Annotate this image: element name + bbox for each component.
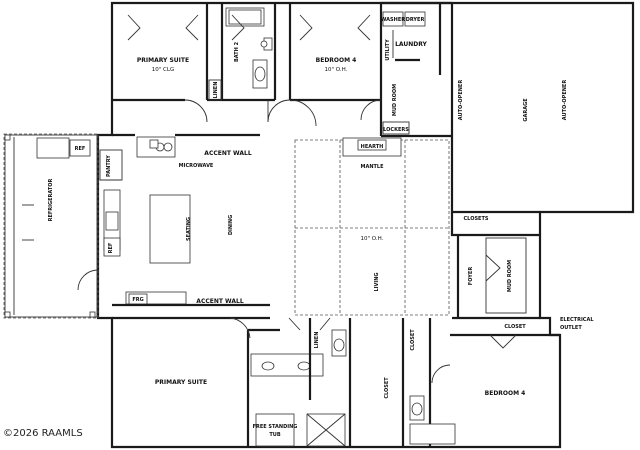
kitchen — [77, 133, 270, 307]
rear-porch — [3, 133, 99, 319]
bedroom4-bottom-label: BEDROOM 4 — [485, 390, 526, 397]
mud-room-top-label: MUD ROOM — [392, 84, 398, 116]
accent-wall-top-label: ACCENT WALL — [204, 150, 252, 157]
living-dining — [294, 137, 450, 316]
watermark: ©2026 RAAMLS — [3, 428, 83, 439]
lockers-label: LOCKERS — [383, 127, 409, 133]
garage-label: GARAGE — [523, 98, 529, 122]
living-label: LIVING — [374, 272, 380, 291]
foyer-mudroom — [450, 212, 540, 320]
dining-label: DINING — [228, 215, 234, 235]
bedroom4-top-oh: 10" O.H. — [325, 67, 348, 73]
seating-label: SEATING — [186, 217, 192, 241]
refrigerator-label: REFRIGERATOR — [48, 178, 54, 221]
laundry-label: LAUNDRY — [395, 41, 427, 48]
linen-top-label: LINEN — [213, 82, 219, 99]
bath2-label: BATH 2 — [234, 41, 240, 62]
washer-label: WASHER — [381, 17, 405, 23]
auto-opener-1-label: AUTO-OPENER — [458, 80, 464, 121]
tub-label-2: TUB — [269, 432, 280, 438]
closet-mid-label: CLOSET — [384, 377, 390, 399]
hearth-label: HEARTH — [361, 144, 384, 150]
bedroom4-top-label: BEDROOM 4 — [316, 57, 357, 64]
linen-bottom-label: LINEN — [314, 332, 320, 349]
bottom-rooms — [112, 316, 560, 447]
closet-right-label: CLOSET — [504, 324, 526, 330]
dryer-label: DRYER — [406, 17, 425, 23]
primary-suite-top-label: PRIMARY SUITE — [137, 57, 189, 64]
accent-wall-bottom-label: ACCENT WALL — [196, 298, 244, 305]
microwave-label: MICROWAVE — [179, 163, 214, 169]
mantle-label: MANTLE — [360, 164, 384, 170]
pantry-label: PANTRY — [106, 155, 112, 177]
ref-box-label: REF — [75, 146, 86, 152]
living-oh-label: 10" O.H. — [361, 236, 384, 242]
frg-label: FRG — [132, 297, 143, 303]
closets-label: CLOSETS — [464, 216, 489, 222]
mud-room-bottom-label: MUD ROOM — [507, 260, 513, 292]
primary-suite-bottom-label: PRIMARY SUITE — [155, 379, 207, 386]
closet-mid2-label: CLOSET — [410, 329, 416, 351]
foyer-label: FOYER — [468, 267, 474, 286]
auto-opener-2-label: AUTO-OPENER — [562, 80, 568, 121]
electrical-outlet-1-label: ELECTRICAL — [560, 317, 594, 323]
tub-label-1: FREE STANDING — [253, 424, 298, 430]
electrical-outlet-2-label: OUTLET — [560, 325, 582, 331]
room-labels: PRIMARY SUITE 10" CLG BATH 2 BEDROOM 4 1… — [48, 17, 594, 438]
ref-small-label: REF — [108, 243, 114, 254]
top-rooms-walls — [112, 1, 452, 138]
utility-label: UTILITY — [385, 39, 391, 61]
primary-suite-top-clg: 10" CLG — [152, 67, 174, 73]
